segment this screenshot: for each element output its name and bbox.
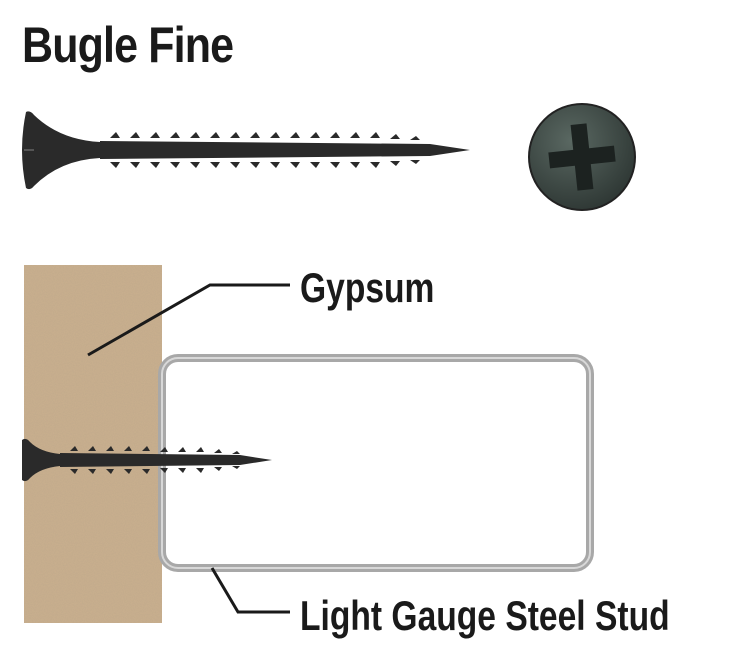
diagram-title: Bugle Fine bbox=[22, 17, 234, 73]
steel-stud-label: Light Gauge Steel Stud bbox=[300, 592, 670, 639]
bugle-screw bbox=[22, 111, 470, 190]
installed-screw bbox=[22, 438, 272, 482]
phillips-head-icon bbox=[528, 103, 636, 211]
gypsum-label: Gypsum bbox=[300, 264, 435, 311]
gypsum-board bbox=[24, 265, 162, 623]
gypsum-leader-line bbox=[87, 283, 290, 357]
stud-leader-line bbox=[210, 567, 290, 614]
